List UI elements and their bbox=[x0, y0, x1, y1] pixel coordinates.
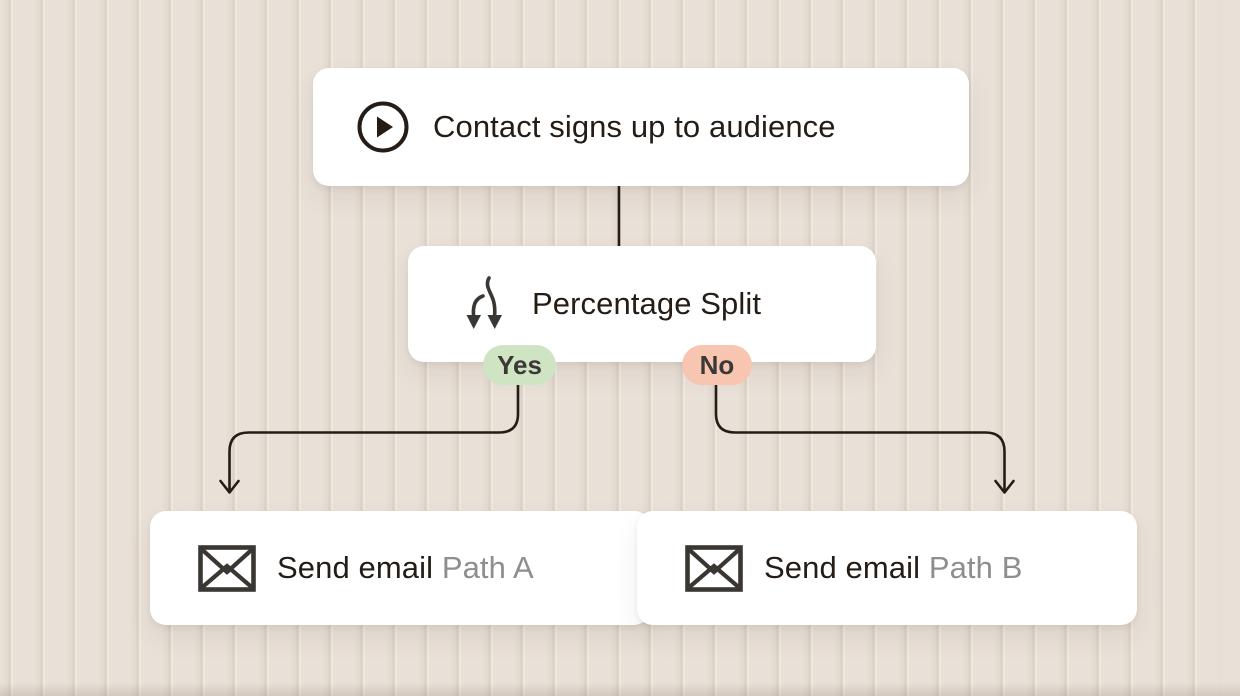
trigger-node[interactable]: Contact signs up to audience bbox=[313, 68, 969, 186]
envelope-icon bbox=[198, 544, 256, 592]
branch-split-icon bbox=[458, 275, 512, 333]
yes-badge-label: Yes bbox=[497, 349, 542, 380]
connector-yes-branch bbox=[228, 383, 520, 491]
play-circle-icon bbox=[357, 101, 409, 153]
no-branch-badge: No bbox=[682, 345, 752, 385]
split-label: Percentage Split bbox=[532, 286, 762, 321]
send-email-path-b-node[interactable]: Send email Path B bbox=[637, 511, 1137, 625]
send-email-path-a-node[interactable]: Send email Path A bbox=[150, 511, 650, 625]
connector-no-branch bbox=[714, 383, 1006, 491]
no-badge-label: No bbox=[699, 349, 735, 380]
trigger-label: Contact signs up to audience bbox=[433, 109, 836, 144]
yes-branch-badge: Yes bbox=[483, 345, 556, 385]
percentage-split-node[interactable]: Percentage Split bbox=[408, 246, 876, 362]
envelope-icon bbox=[685, 544, 743, 592]
email-a-label: Send email Path A bbox=[277, 550, 534, 585]
email-a-path-label: Path A bbox=[441, 550, 534, 585]
arrowhead-yes-icon bbox=[219, 479, 240, 494]
arrowhead-no-icon bbox=[994, 479, 1015, 494]
email-b-label: Send email Path B bbox=[764, 550, 1023, 585]
email-b-path-label: Path B bbox=[928, 550, 1023, 585]
